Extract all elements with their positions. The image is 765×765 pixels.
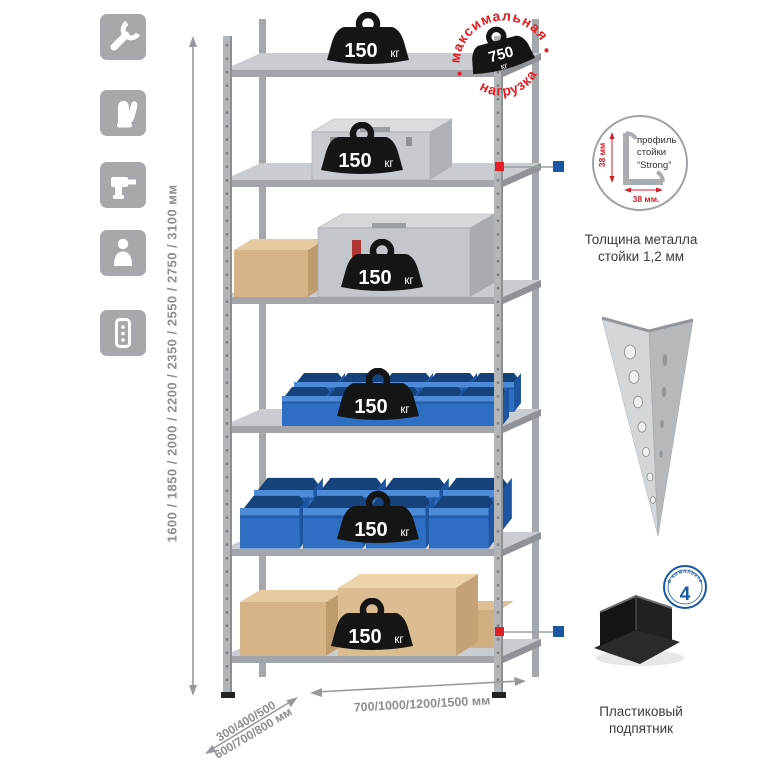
plastic-foot-image (594, 594, 684, 666)
shelf-load-unit: кг (390, 48, 399, 60)
shelf-load-badge: 150 кг (330, 239, 434, 299)
badge-number: 4 (680, 584, 691, 605)
foot-caption: Пластиковый подпятник (563, 704, 719, 738)
shelf-items (234, 118, 521, 656)
shelf-load-value: 150 (354, 519, 387, 541)
width-dimension-line (310, 677, 526, 697)
max-load-stamp: максимальная нагрузка 750 кг (446, 5, 553, 106)
profile-label: профиль стойки “Strong” (637, 135, 685, 172)
person-icon (100, 230, 146, 276)
shelf-load-value: 150 (344, 40, 377, 62)
height-dimension-label: 1600 / 1850 / 2000 / 2200 / 2350 / 2550 … (164, 184, 180, 543)
shelf-load-unit: кг (384, 158, 393, 170)
profile-caption-line2: стойки 1,2 мм (597, 248, 685, 264)
included-count-badge: в комплекте 4 (663, 565, 707, 609)
foot-caption-line1: Пластиковый (599, 704, 683, 719)
drill-icon (100, 162, 146, 208)
profile-label-line2: стойки (637, 147, 667, 159)
profile-dim-horizontal: 38 мм. (632, 194, 660, 204)
cardboard-box (234, 239, 326, 297)
profile-circle-diagram (592, 115, 688, 211)
profile-holes-icon (100, 310, 146, 356)
profile-caption: Толщина металла стойки 1,2 мм (563, 232, 719, 266)
shelf-load-badge: 150 кг (326, 491, 430, 551)
wrench-icon (100, 14, 146, 60)
upright-profile-image (601, 316, 694, 537)
depth-dimension-line (205, 697, 298, 754)
shelf-load-value: 150 (354, 396, 387, 418)
rack-back-posts (259, 19, 539, 677)
shelf-load-unit: кг (400, 527, 409, 539)
height-dimension-line (189, 36, 197, 696)
profile-label-line1: профиль (637, 135, 677, 146)
shelf-load-unit: кг (404, 275, 413, 287)
foot-callout-link (495, 626, 564, 637)
profile-label-line3: “Strong” (637, 159, 672, 171)
profile-caption-line1: Толщина металла (584, 232, 698, 247)
gloves-icon (100, 90, 146, 136)
stamp-unit: кг (499, 60, 508, 71)
shelf-load-badge: 150 кг (310, 122, 414, 182)
stamp-value: 750 (487, 43, 516, 66)
shelf-load-value: 150 (348, 626, 381, 648)
shelf-load-value: 150 (358, 267, 391, 289)
shelf-load-badge: 150 кг (326, 368, 430, 428)
shelf-load-badge: 150 кг (320, 598, 424, 658)
profile-callout-link (495, 161, 564, 172)
shelf-load-unit: кг (400, 404, 409, 416)
rack-front-posts (221, 36, 506, 698)
profile-dim-vertical: 38 мм (597, 142, 607, 168)
shelf-load-unit: кг (394, 634, 403, 646)
shelf-load-badge: 150 кг (316, 12, 420, 72)
shelf-load-value: 150 (338, 150, 371, 172)
foot-caption-line2: подпятник (608, 720, 674, 736)
